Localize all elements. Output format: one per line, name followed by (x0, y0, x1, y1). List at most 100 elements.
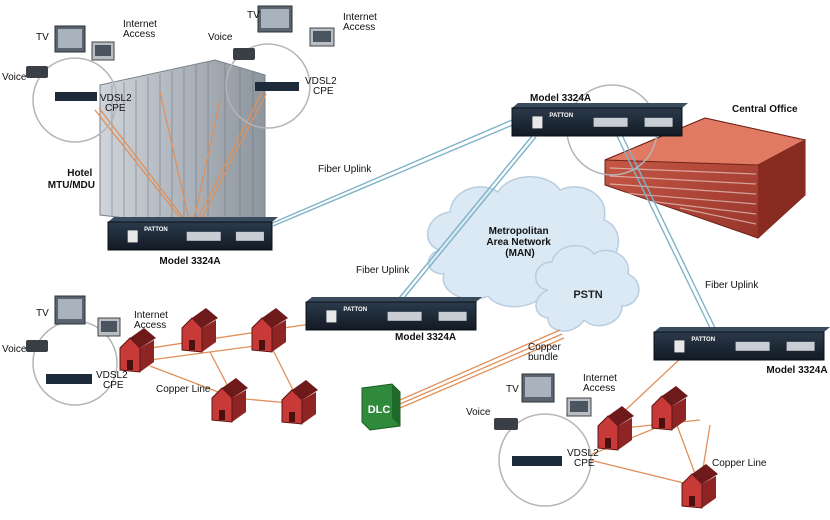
cpe-label-line2: CPE (103, 380, 124, 391)
device-port (235, 231, 264, 241)
house (681, 464, 718, 509)
man-label-line3: (MAN) (505, 248, 534, 259)
device-hotel: PATTON Model 3324A (107, 217, 278, 267)
hotel-label-line2: MTU/MDU (48, 180, 95, 191)
voice-label: Voice (208, 32, 233, 43)
device-port (186, 231, 221, 241)
fiber-hotel-to-central-2 (272, 123, 516, 227)
fiber-central-to-right (616, 135, 713, 333)
fiber-uplink-label-2: Fiber Uplink (356, 265, 410, 276)
device-top (654, 327, 830, 332)
cpe-label-line1: VDSL2 (100, 93, 132, 104)
tv-label: TV (36, 32, 49, 43)
copper-bundle-line1: Copper (528, 342, 561, 353)
device-right: PATTON Model 3324A (653, 327, 830, 376)
cpe-label-line1: VDSL2 (305, 76, 337, 87)
tv-label: TV (247, 10, 260, 21)
device-port (387, 311, 422, 321)
hotel-label-line1: Hotel (67, 168, 92, 179)
device-port (532, 116, 543, 129)
internet-label-line1: Internet (123, 19, 157, 30)
device-port (593, 117, 628, 127)
fiber-links (269, 119, 718, 333)
house (119, 328, 156, 373)
device-port (127, 230, 138, 243)
device-port (644, 117, 673, 127)
device-label: Model 3324A (530, 93, 591, 104)
device-top (306, 297, 482, 302)
device-middle: PATTON Model 3324A (305, 297, 482, 343)
device-port (674, 340, 685, 353)
device-label: Model 3324A (395, 332, 456, 343)
device-port (438, 311, 467, 321)
tv-label: TV (506, 384, 519, 395)
internet-label-line2: Access (343, 22, 375, 33)
internet-label-line2: Access (123, 29, 155, 40)
fiber-uplink-label-3: Fiber Uplink (705, 280, 759, 291)
cpe-label-line2: CPE (574, 458, 595, 469)
pstn-label: PSTN (573, 289, 602, 301)
man-label-line2: Area Network (486, 237, 551, 248)
device-top (512, 103, 688, 108)
fiber-uplink-label-1: Fiber Uplink (318, 164, 372, 175)
device-central: PATTON Model 3324A (511, 93, 688, 137)
house (211, 378, 248, 423)
fiber-hotel-to-central (269, 119, 513, 225)
voice-label: Voice (2, 72, 27, 83)
device-top (108, 217, 278, 222)
device-brand: PATTON (343, 307, 367, 313)
device-brand: PATTON (144, 227, 168, 233)
cpe-label-line1: VDSL2 (567, 448, 599, 459)
dlc-label: DLC (368, 404, 391, 416)
device-brand: PATTON (549, 113, 573, 119)
pstn-cloud: PSTN (534, 244, 640, 332)
copper-line-right-label: Copper Line (712, 458, 767, 469)
internet-label-line2: Access (134, 320, 166, 331)
central-office-building: Central Office (604, 104, 807, 239)
voice-label: Voice (466, 407, 491, 418)
device-label: Model 3324A (766, 365, 827, 376)
house (251, 308, 288, 353)
device-brand: PATTON (691, 337, 715, 343)
fiber-middle-to-central-2 (398, 136, 537, 305)
dlc-cabinet: DLC (361, 383, 401, 431)
man-label-line1: Metropolitan (489, 226, 549, 237)
device-port (786, 341, 815, 351)
voice-label: Voice (2, 344, 27, 355)
house (597, 406, 634, 451)
hotel-building: Hotel MTU/MDU (48, 59, 266, 226)
device-port (735, 341, 770, 351)
copper-line-left-label: Copper Line (156, 384, 211, 395)
fiber-central-to-right-2 (621, 134, 718, 333)
internet-label-line1: Internet (134, 310, 168, 321)
copper-bundle-line2: bundle (528, 352, 558, 363)
tv-label: TV (36, 308, 49, 319)
central-office-label: Central Office (732, 104, 798, 115)
internet-label-line2: Access (583, 383, 615, 394)
house (281, 380, 318, 425)
cpe-label-line1: VDSL2 (96, 370, 128, 381)
internet-label-line1: Internet (583, 373, 617, 384)
internet-label-line1: Internet (343, 12, 377, 23)
cpe-label-line2: CPE (313, 86, 334, 97)
hotel-label: Hotel MTU/MDU (48, 168, 95, 191)
houses (119, 308, 718, 509)
fiber-middle-to-central (394, 135, 533, 304)
device-label: Model 3324A (159, 256, 220, 267)
man-label: Metropolitan Area Network (MAN) (486, 226, 553, 259)
